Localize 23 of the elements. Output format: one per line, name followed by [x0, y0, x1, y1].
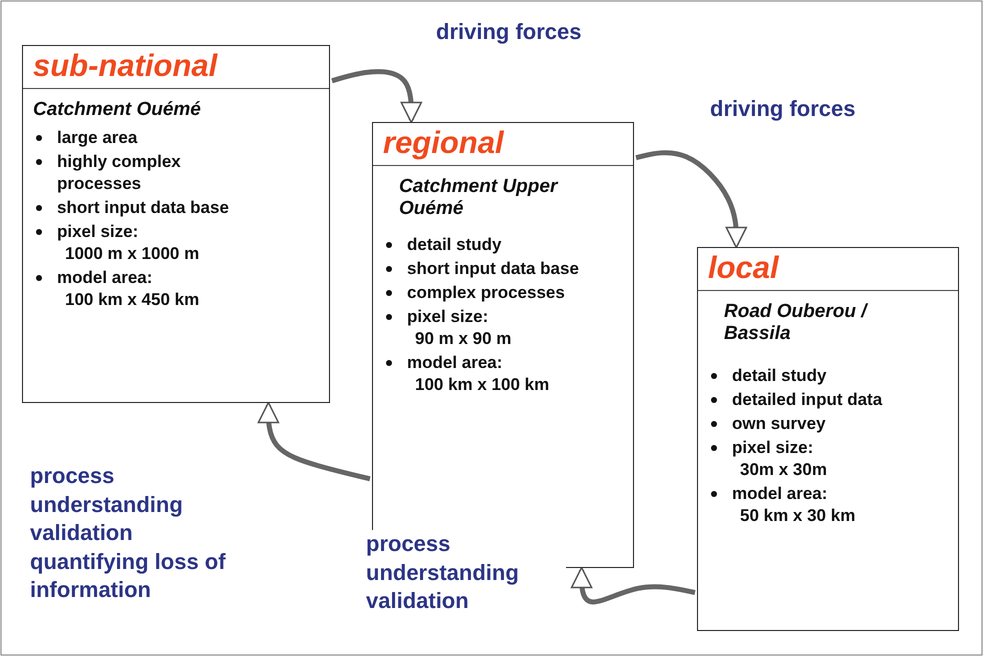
scale-heading: regional: [373, 123, 633, 166]
scale-heading: sub-national: [23, 46, 329, 89]
curved-arrow: [258, 402, 371, 482]
bullet-text: model area: 50 km x 30 km: [732, 483, 856, 528]
scale-heading: local: [698, 248, 958, 291]
catchment-name: Catchment Ouémé: [33, 98, 202, 121]
curved-arrow: [331, 69, 422, 124]
bullet-text: detailed input data: [732, 388, 884, 411]
catchment-name: Catchment Upper Ouémé: [399, 176, 560, 220]
bullet-text: model area: 100 km x 450 km: [57, 267, 200, 312]
catchment-name: Road Ouberou / Bassila: [724, 300, 869, 345]
scale-box: [697, 247, 959, 631]
bullet-text: large area: [57, 126, 138, 149]
curved-arrow: [635, 150, 748, 248]
bullet-text: own survey: [732, 412, 827, 435]
bullet-text: detail study: [732, 364, 828, 387]
bullet-text: short input data base: [57, 196, 230, 219]
curved-arrow: [570, 566, 696, 604]
bullet-text: complex processes: [407, 282, 566, 304]
bullet-text: short input data base: [407, 258, 580, 280]
scale-box: [22, 45, 330, 403]
bullet-text: detail study: [407, 234, 502, 256]
bullet-text: model area: 100 km x 100 km: [407, 352, 550, 396]
